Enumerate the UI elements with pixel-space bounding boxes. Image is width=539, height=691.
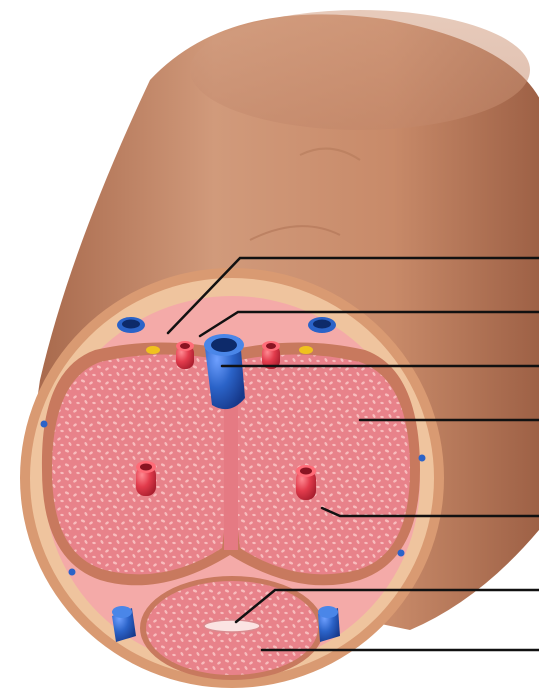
shaft-top-highlight <box>190 10 530 130</box>
dorsal-artery-left <box>176 341 194 369</box>
ventral-vein-right <box>318 606 340 642</box>
superficial-dorsal-vein-left <box>117 317 145 333</box>
circumflex-vein-right-2 <box>398 550 405 557</box>
circumflex-vein-left-1 <box>41 421 48 428</box>
ventral-vein-left <box>112 606 136 642</box>
dorsal-nerve-left <box>146 346 160 354</box>
circumflex-vein-right-1 <box>419 455 426 462</box>
superficial-dorsal-vein-right <box>308 317 336 333</box>
cavernosal-artery-left <box>136 461 156 496</box>
dorsal-nerve-right <box>299 346 313 354</box>
circumflex-vein-left-2 <box>69 569 76 576</box>
cavernosal-artery-right <box>296 465 316 500</box>
urethra <box>204 620 260 632</box>
corpus-cavernosum-right <box>234 354 410 574</box>
